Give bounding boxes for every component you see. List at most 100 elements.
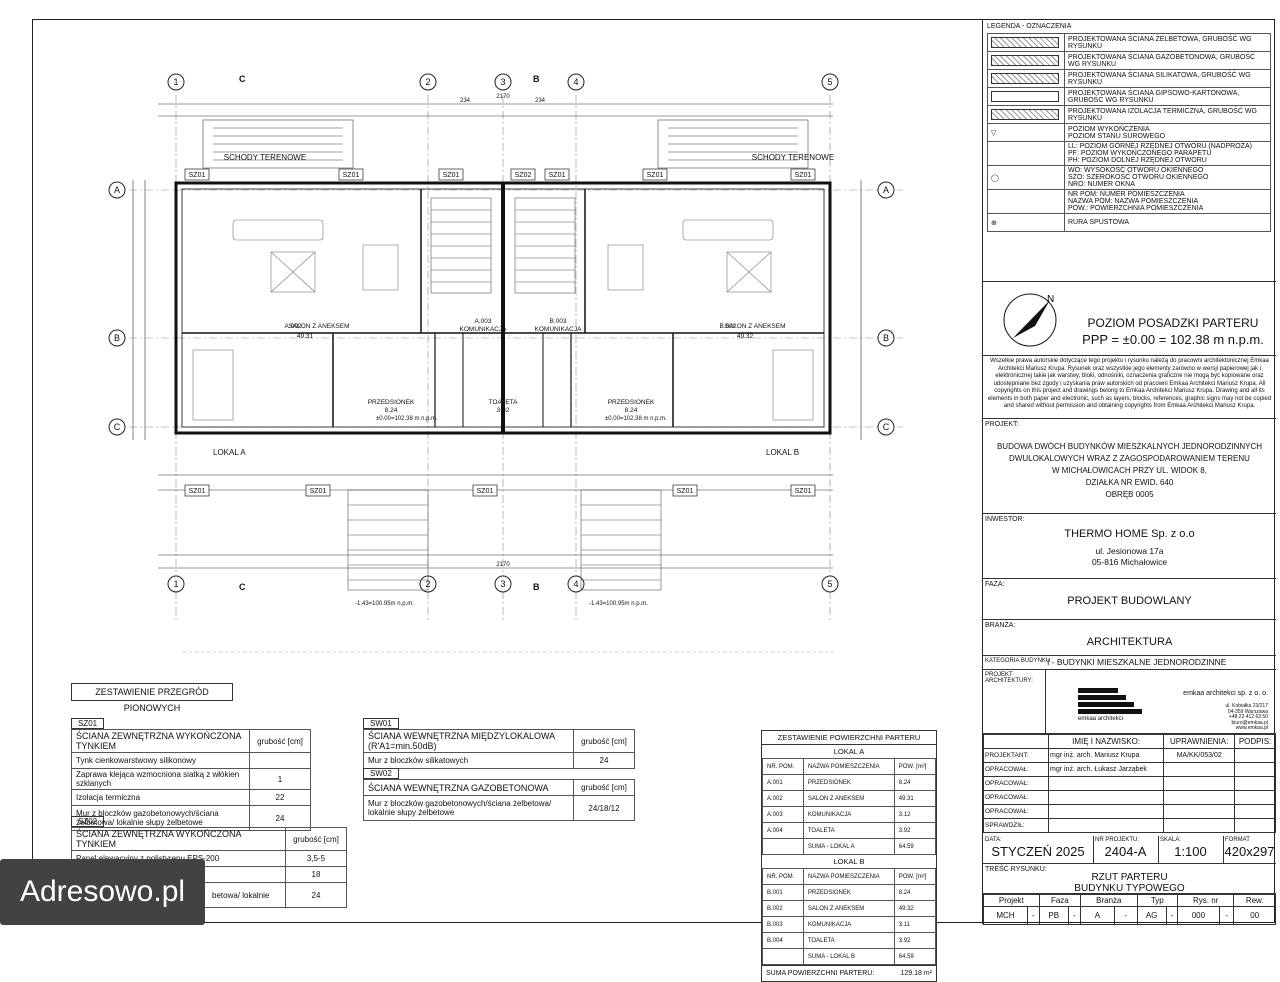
people-role: OPRACOWAŁ: (983, 776, 1049, 791)
sw02-code: SW02 (363, 768, 399, 779)
dim-total: 2170 (496, 562, 510, 568)
sw01-table: SW01 ŚCIANA WEWNĘTRZNA MIĘDZYLOKALOWA (R… (363, 718, 635, 769)
people-role: SPRAWDZIŁ: (983, 818, 1049, 833)
grid-letter: C (883, 422, 890, 432)
investor-name: THERMO HOME Sp. z o.o (1064, 528, 1195, 540)
code-value: A (1080, 906, 1115, 925)
level-mark: -1.43=100.95m n.p.m. (355, 601, 414, 607)
wall-tag: SZ01 (549, 172, 566, 179)
sz02-header: ŚCIANA ZEWNĘTRZNA WYKOŃCZONA TYNKIEM (71, 827, 286, 851)
cell: KOMUNIKACJA (802, 806, 895, 823)
people-license (1163, 818, 1236, 833)
sz02-table: SZ02 ŚCIANA ZEWNĘTRZNA WYKOŃCZONA TYNKIE… (71, 816, 347, 908)
project-label: PROJEKT: (985, 421, 1019, 428)
code-col: Typ (1136, 894, 1178, 907)
legend-item: PROJEKTOWANA IZOLACJA TERMICZNA, GRUBOŚĆ… (1064, 105, 1271, 124)
room-area: 49.31 (297, 333, 314, 340)
grid-letter: C (114, 422, 121, 432)
investor-address: 05-816 Michałowice (1091, 557, 1168, 567)
col-header: NAZWA POMIESZCZENIA (802, 868, 895, 885)
project-line: DZIAŁKA NR EWID. 640 (1085, 478, 1174, 487)
cell: A.003 (762, 806, 804, 823)
meta-value: STYCZEŃ 2025 (991, 844, 1085, 859)
lokal-b-title: LOKAL B (833, 857, 865, 866)
investor: INWESTOR: THERMO HOME Sp. z o.o ul. Jesi… (983, 514, 1276, 579)
people-license (1163, 804, 1236, 819)
level-title: POZIOM POSADZKI PARTERU (1087, 316, 1259, 330)
people-license (1163, 790, 1236, 805)
cell: A.001 (762, 774, 804, 791)
code-value: 000 (1176, 906, 1220, 925)
sz01-header: ŚCIANA ZEWNĘTRZNA WYKOŃCZONA TYNKIEM (71, 729, 250, 753)
sw01-col: grubość [cm] (573, 729, 635, 753)
firm-address: biuro@emkaa.pl (1231, 719, 1268, 726)
building-walls (174, 181, 832, 435)
room-name: B.003 (550, 318, 567, 325)
people-role: OPRACOWAŁ: (983, 762, 1049, 777)
unit-label: LOKAL A (213, 448, 246, 457)
thickness: 24 (285, 882, 347, 908)
grid-number: 2 (425, 77, 430, 87)
grid-bubbles (108, 73, 895, 593)
legend: LEGENDA - OZNACZENIA PROJEKTOWANA ŚCIANA… (983, 20, 1276, 282)
legend-item: PROJEKTOWANA ŚCIANA GIPSOWO-KARTONOWA, G… (1064, 87, 1271, 106)
firm-address: www.emkaa.pl (1235, 725, 1268, 731)
code-value: AG (1136, 906, 1167, 925)
swatch-icon (991, 109, 1059, 120)
copyright-text: Wszelkie prawa autorskie dotyczące tego … (987, 358, 1272, 409)
meta-value: 420x297 (1224, 844, 1275, 859)
people-name (1047, 804, 1165, 819)
legend-item: PROJEKTOWANA ŚCIANA SILIKATOWA, GRUBOŚĆ … (1064, 69, 1271, 88)
grid-number: 4 (573, 77, 578, 87)
dim-label: 234 (460, 98, 471, 104)
room-name: PRZEDSIONEK (608, 399, 655, 406)
grid-letter: B (114, 333, 120, 343)
room-name: SALON Z ANEKSEM (724, 323, 785, 330)
thickness: 22 (249, 789, 311, 806)
cell: B.002 (762, 900, 804, 917)
legend-title: LEGENDA - OZNACZENIA (987, 23, 1072, 30)
cell: A.004 (762, 822, 804, 839)
phase: FAZA: PROJEKT BUDOWLANY (983, 579, 1276, 620)
cell: TOALETA (802, 822, 895, 839)
legend-item: LL: POZIOM GÓRNEJ RZĘDNEJ OTWORU (NADPRO… (1068, 143, 1252, 150)
sz01-col: grubość [cm] (249, 729, 311, 753)
project-line: BUDOWA DWÓCH BUDYNKÓW MIESZKALNYCH JEDNO… (996, 442, 1263, 451)
level-mark: ±0.00=102.38 m n.p.m. (376, 416, 438, 422)
thickness (249, 752, 311, 769)
legend-item: WO: WYSOKOŚĆ OTWORU OKIENNEGO (1068, 167, 1204, 174)
cell: TOALETA (802, 932, 895, 949)
wall-tag: SZ01 (343, 172, 360, 179)
meta: DATA: STYCZEŃ 2025 NR PROJEKTU: 2404-A S… (983, 836, 1276, 864)
firm-address: +48 22 412 63 50 (1228, 714, 1268, 720)
meta-value: 2404-A (1104, 844, 1147, 859)
room-name: PRZEDSIONEK (368, 399, 415, 406)
drawing-sheet: 1 2 3 4 5 1 2 3 4 5 A B C A B C (32, 19, 1276, 982)
legend-item: NRO: NUMER OKNA (1068, 181, 1135, 188)
watermark-stamp: Adresowo.pl (0, 859, 205, 925)
furniture (192, 219, 814, 421)
legend-item: PROJEKTOWANA ŚCIANA GAZOBETONOWA, GRUBOŚ… (1064, 51, 1271, 70)
people-name: mgr inż. arch. Łukasz Jarząbek (1047, 762, 1165, 777)
architects-label: PROJEKT ARCHITEKTURY: (985, 672, 1033, 684)
cell: SALON Z ANEKSEM (802, 900, 895, 917)
total-area-value: 129.18 m² (900, 970, 932, 977)
wall-tag: SZ01 (443, 172, 460, 179)
code-sep: - (1113, 906, 1138, 925)
thickness: 3,5-5 (285, 850, 347, 867)
phase-value: PROJEKT BUDOWLANY (1067, 595, 1192, 607)
meta-label: SKALA: (1160, 837, 1182, 843)
copyright: Wszelkie prawa autorskie dotyczące tego … (983, 356, 1276, 419)
investor-label: INWESTOR: (985, 516, 1025, 523)
cell: 3.12 (893, 806, 937, 823)
wall-tags (184, 168, 816, 497)
cell (762, 948, 804, 965)
meta-label: NR PROJEKTU: (1095, 837, 1140, 843)
legend-item: POZIOM STANU SUROWEGO (1068, 132, 1166, 140)
